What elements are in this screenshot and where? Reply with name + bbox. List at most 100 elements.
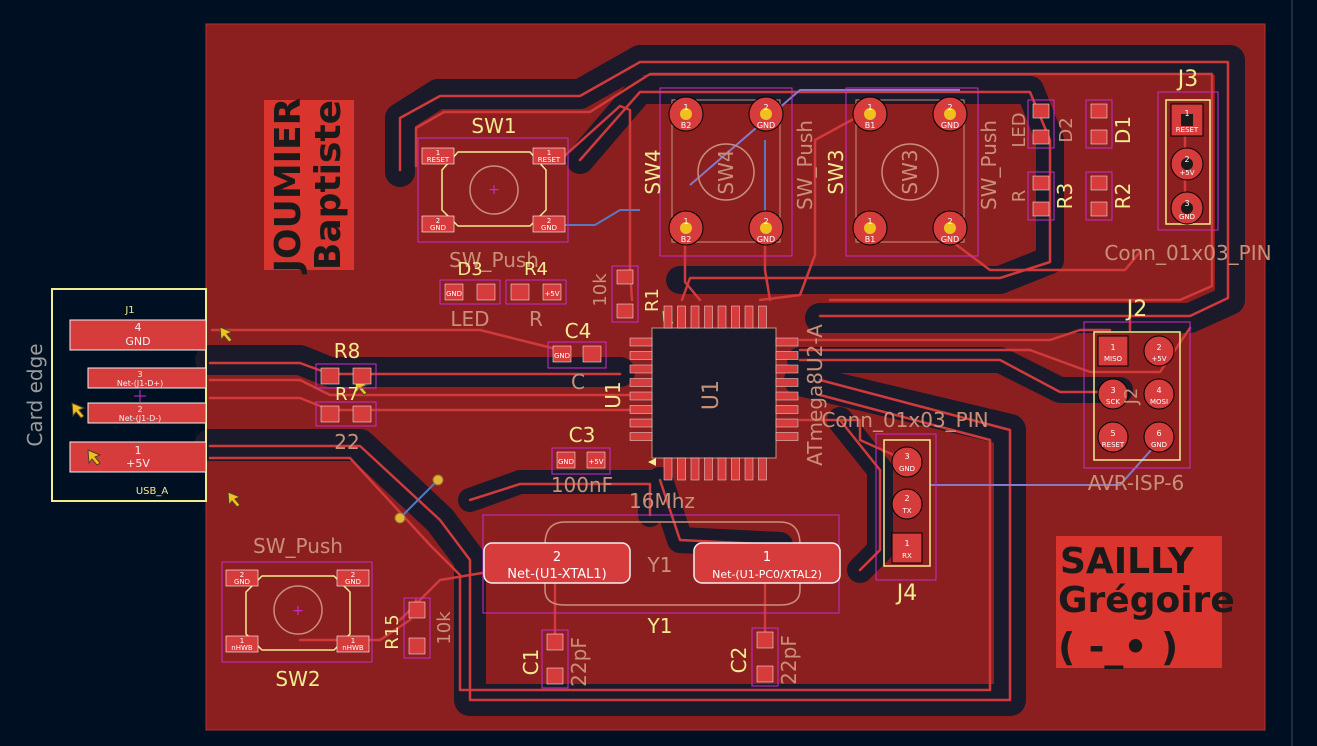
j2-pad-1[interactable] [1097, 335, 1129, 367]
u1-pin[interactable] [775, 391, 799, 401]
drc-arrow-icon[interactable] [219, 326, 234, 343]
r4-pad[interactable] [542, 283, 562, 301]
u1-pin[interactable] [677, 457, 686, 481]
j2-pad-5[interactable] [1097, 421, 1129, 453]
r1-pad[interactable] [616, 303, 634, 319]
u1-pin[interactable] [775, 432, 799, 441]
connector-j2[interactable]: 1 MISO 2 +5V 3 SCK 4 MOSI 5 RESET 6 GND … [1083, 297, 1191, 495]
drc-arrow-icon[interactable] [87, 449, 102, 466]
j2-pad-3[interactable] [1097, 378, 1129, 410]
u1-pin[interactable] [775, 378, 799, 387]
u1-pin[interactable] [629, 405, 653, 414]
capacitor-c2[interactable]: C2 22pF [727, 627, 801, 687]
d1-pad[interactable] [1090, 129, 1108, 145]
d2-pad[interactable] [1032, 129, 1050, 145]
c3-pad[interactable] [556, 451, 576, 469]
capacitor-c1[interactable]: C1 22pF [519, 629, 591, 689]
sw1-pad[interactable] [532, 215, 566, 233]
u1-pin[interactable] [629, 337, 653, 347]
drc-arrow-icon[interactable] [71, 402, 86, 419]
j2-pad-4[interactable] [1143, 378, 1175, 410]
j2-pad-6[interactable] [1143, 421, 1175, 453]
sw2-pad[interactable] [336, 569, 370, 587]
u1-pin[interactable] [690, 305, 700, 329]
c3-pad[interactable] [586, 451, 606, 469]
r8-pad[interactable] [320, 367, 340, 385]
u1-pin[interactable] [690, 457, 700, 481]
capacitor-c4[interactable]: GND C4 C [547, 319, 607, 394]
u1-pin[interactable] [663, 305, 673, 329]
usb-connector-j1[interactable]: Card edge J1 USB_A 4 GND 3 Net-(J1-D+) 2… [23, 288, 207, 502]
u1-pin[interactable] [744, 457, 754, 481]
u1-pin[interactable] [704, 305, 713, 329]
y1-pad-1[interactable] [693, 542, 841, 584]
u1-pin[interactable] [629, 364, 653, 374]
usb-pad-dplus[interactable] [87, 367, 207, 389]
u1-pins-left[interactable] [629, 337, 653, 441]
j4-pad-2[interactable] [891, 488, 923, 520]
u1-pins-bottom[interactable] [663, 457, 767, 481]
r15-pad[interactable] [408, 601, 426, 619]
c1-pad[interactable] [546, 633, 564, 651]
d2-pad[interactable] [1032, 103, 1050, 119]
u1-pin[interactable] [717, 305, 727, 329]
j2-pad-2[interactable] [1143, 335, 1175, 367]
crystal-y1[interactable]: 2 Net-(U1-XTAL1) 1 Net-(U1-PC0/XTAL2) 16… [482, 489, 841, 638]
usb-pad-gnd[interactable] [69, 319, 207, 351]
led-d3[interactable]: GND D3 LED [439, 259, 501, 331]
switch-sw3[interactable]: 1 B1 2 GND 1 B1 2 GND SW3 SW3 SW_Push [824, 87, 1001, 257]
connector-j3[interactable]: 1 RESET 2 +5V 3 GND J3 Conn_01x03_PIN [1104, 67, 1271, 265]
r8-pad[interactable] [352, 367, 372, 385]
switch-sw4[interactable]: 1 B2 2 GND 1 B2 2 GND SW4 SW4 SW_Push [641, 87, 817, 257]
u1-pin[interactable] [758, 457, 767, 481]
switch-sw2[interactable]: + 2 GND 2 GND 1 nHWB 1 nHWB SW_Push SW2 [221, 534, 373, 691]
sw2-pad[interactable] [225, 635, 259, 653]
j4-pad-1[interactable] [891, 532, 923, 564]
sw1-pad[interactable] [421, 215, 455, 233]
u1-pin[interactable] [775, 337, 799, 347]
c4-pad[interactable] [552, 345, 572, 363]
c4-pad[interactable] [582, 345, 602, 363]
resistor-r7[interactable]: R7 22 [315, 384, 377, 454]
u1-pin[interactable] [775, 405, 799, 414]
u1-pins-top[interactable] [663, 305, 767, 329]
capacitor-c3[interactable]: GND +5V C3 100nF [551, 423, 613, 497]
led-resistor-group[interactable]: LED D2 D1 R3 R2 R [1009, 99, 1135, 221]
c1-pad[interactable] [546, 667, 564, 685]
drc-arrow-icon[interactable] [227, 491, 242, 508]
r15-pad[interactable] [408, 637, 426, 655]
c2-pad[interactable] [756, 631, 774, 649]
r4-pad[interactable] [510, 283, 530, 301]
sw2-pad[interactable] [336, 635, 370, 653]
y1-pad-2[interactable] [483, 542, 631, 584]
sw3-tht-pads[interactable] [852, 96, 968, 246]
u1-pin[interactable] [629, 391, 653, 401]
r2-pad[interactable] [1090, 175, 1108, 191]
sw4-tht-pads[interactable] [668, 96, 784, 246]
resistor-r4[interactable]: +5V R4 R [505, 259, 567, 331]
switch-sw1[interactable]: + 1 RESET 1 RESET 2 GND 2 GND SW1 SW_Pus… [417, 114, 569, 272]
u1-pin[interactable] [775, 351, 799, 360]
r7-pad[interactable] [352, 405, 372, 423]
u1-pin[interactable] [629, 432, 653, 441]
usb-pad-dminus[interactable] [87, 402, 207, 424]
d3-pad[interactable] [476, 283, 496, 301]
u1-pin[interactable] [629, 351, 653, 360]
r2-pad[interactable] [1090, 201, 1108, 217]
r1-pad[interactable] [616, 269, 634, 285]
ic-u1[interactable]: U1 U1 ATmega8U2-A [601, 305, 827, 481]
u1-pin[interactable] [677, 305, 686, 329]
connector-j4[interactable]: 3 GND 2 TX 1 RX J4 Conn_01x03_PIN [821, 408, 988, 606]
u1-pin[interactable] [758, 305, 767, 329]
d1-pad[interactable] [1090, 103, 1108, 119]
r7-pad[interactable] [320, 405, 340, 423]
u1-pin[interactable] [731, 305, 740, 329]
j4-pad-3[interactable] [891, 446, 923, 478]
u1-pin[interactable] [704, 457, 713, 481]
u1-pin[interactable] [663, 457, 673, 481]
sw1-pad[interactable] [421, 147, 455, 165]
resistor-r1[interactable]: R1 10k [590, 265, 663, 323]
u1-pin[interactable] [629, 418, 653, 428]
resistor-r15[interactable]: R15 10k [382, 597, 455, 659]
